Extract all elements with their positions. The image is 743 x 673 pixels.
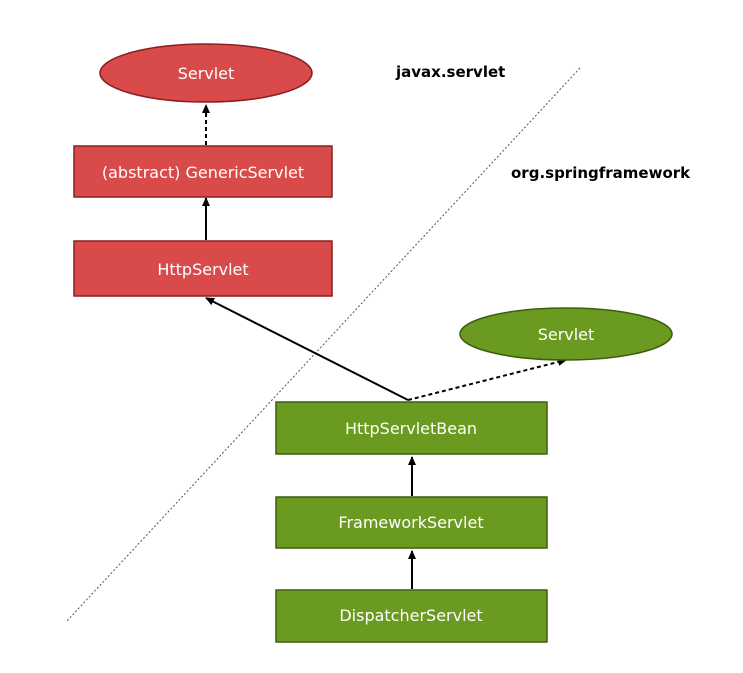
node-dispatcher-servlet-label: DispatcherServlet [339,606,482,625]
node-servlet-spring-label: Servlet [538,325,595,344]
node-generic-servlet-label: (abstract) GenericServlet [102,163,304,182]
edge-bean-extends-httpservlet [205,297,409,401]
node-generic-servlet: (abstract) GenericServlet [73,145,333,198]
node-dispatcher-servlet: DispatcherServlet [275,589,548,643]
node-http-servlet: HttpServlet [73,240,333,297]
node-servlet-javax: Servlet [99,43,313,103]
node-servlet-javax-label: Servlet [178,64,235,83]
node-http-servlet-label: HttpServlet [157,260,248,279]
edge-bean-implements-servlet [407,358,567,401]
package-label-javax: javax.servlet [395,63,505,81]
node-framework-servlet-label: FrameworkServlet [338,513,483,532]
package-label-spring: org.springframework [511,164,691,182]
package-boundary-line [65,67,581,623]
node-framework-servlet: FrameworkServlet [275,496,548,549]
node-http-servlet-bean: HttpServletBean [275,401,548,455]
node-servlet-spring: Servlet [459,307,673,361]
node-http-servlet-bean-label: HttpServletBean [345,419,477,438]
